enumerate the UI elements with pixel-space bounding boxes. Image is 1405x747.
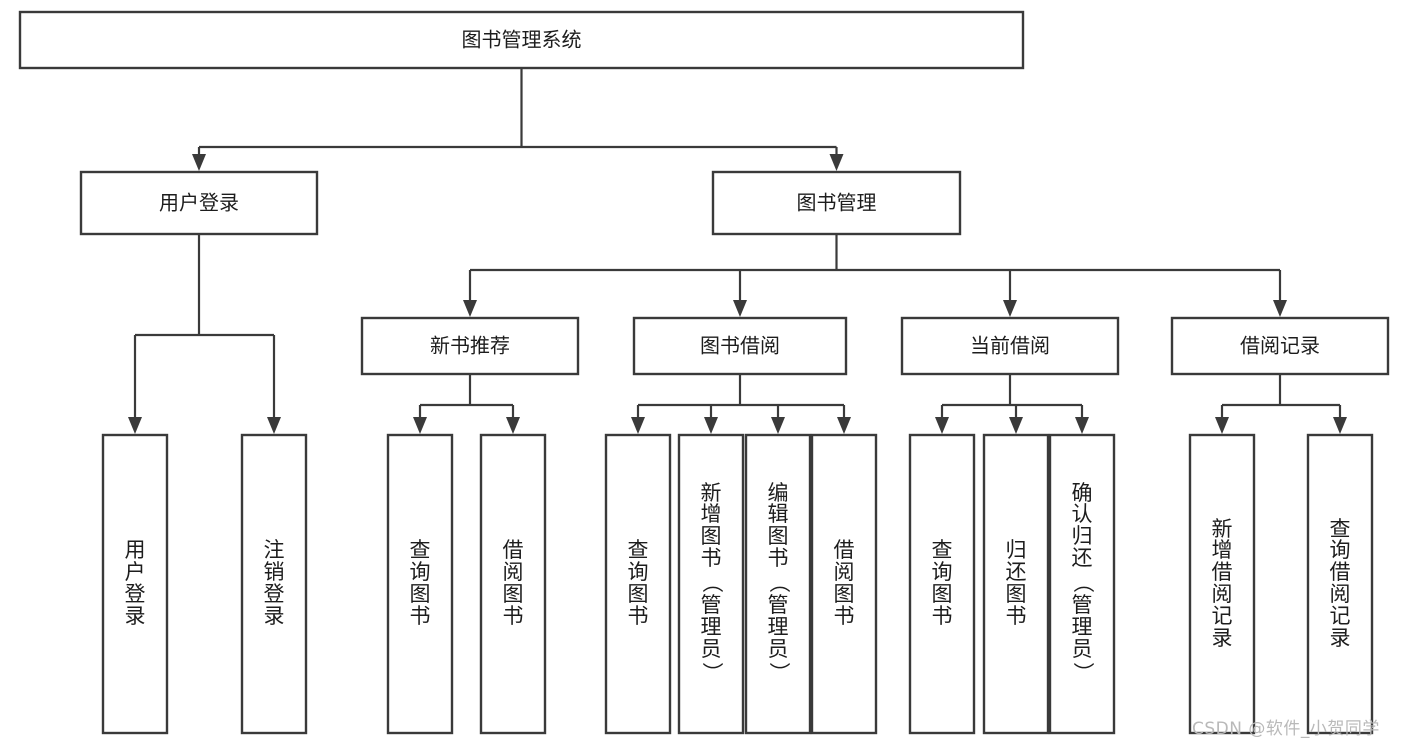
edge-group-user-login: [128, 234, 281, 434]
arrow-head-leaf-query-book-3: [935, 417, 949, 434]
node-box-leaf-user-login[interactable]: [101, 433, 169, 735]
edge-group-new-book-rec: [413, 374, 520, 434]
watermark-credit: CSDN @软件_小贺同学: [1192, 719, 1380, 739]
node-box-leaf-logout[interactable]: [240, 433, 308, 735]
node-label-book-manage: 图书管理: [797, 191, 877, 215]
arrow-head-leaf-query-record: [1333, 417, 1347, 434]
arrow-head-leaf-query-book-1: [413, 417, 427, 434]
edge-group-book-manage: [463, 234, 1287, 317]
arrow-head-user-login: [192, 154, 206, 171]
arrow-head-leaf-confirm-return: [1075, 417, 1089, 434]
node-label-current-borrow: 当前借阅: [970, 334, 1050, 358]
arrow-head-leaf-borrow-book-2: [837, 417, 851, 434]
node-box-leaf-edit-book[interactable]: [744, 433, 812, 735]
node-box-leaf-query-book-1[interactable]: [386, 433, 454, 735]
edge-group-root: [192, 68, 844, 171]
node-box-leaf-query-book-3[interactable]: [908, 433, 976, 735]
node-label-new-book-rec: 新书推荐: [430, 334, 510, 358]
node-box-leaf-confirm-return[interactable]: [1048, 433, 1116, 735]
edge-group-borrow-record: [1215, 374, 1347, 434]
arrow-head-leaf-add-record: [1215, 417, 1229, 434]
box-layer: [18, 10, 1390, 735]
node-box-leaf-query-book-2[interactable]: [604, 433, 672, 735]
arrow-head-book-borrow: [733, 300, 747, 317]
arrow-head-leaf-logout: [267, 417, 281, 434]
node-box-leaf-query-record[interactable]: [1306, 433, 1374, 735]
node-box-leaf-borrow-book-2[interactable]: [810, 433, 878, 735]
node-box-new-book-rec[interactable]: [360, 316, 580, 376]
arrow-head-current-borrow: [1003, 300, 1017, 317]
node-box-borrow-record[interactable]: [1170, 316, 1390, 376]
node-box-book-borrow[interactable]: [632, 316, 848, 376]
arrow-head-leaf-add-book: [704, 417, 718, 434]
node-label-user-login: 用户登录: [159, 191, 239, 215]
node-box-root[interactable]: [18, 10, 1025, 70]
arrow-head-leaf-return-book: [1009, 417, 1023, 434]
node-label-book-borrow: 图书借阅: [700, 334, 780, 358]
node-box-current-borrow[interactable]: [900, 316, 1120, 376]
arrow-head-leaf-user-login: [128, 417, 142, 434]
arrow-head-leaf-query-book-2: [631, 417, 645, 434]
arrow-head-new-book-rec: [463, 300, 477, 317]
arrow-head-borrow-record: [1273, 300, 1287, 317]
edge-group-book-borrow: [631, 374, 851, 434]
edge-layer: [128, 68, 1347, 434]
arrow-head-leaf-edit-book: [771, 417, 785, 434]
node-box-leaf-add-record[interactable]: [1188, 433, 1256, 735]
node-label-borrow-record: 借阅记录: [1240, 334, 1320, 358]
edge-group-current-borrow: [935, 374, 1089, 434]
node-box-user-login[interactable]: [79, 170, 319, 236]
node-box-book-manage[interactable]: [711, 170, 962, 236]
node-box-leaf-borrow-book-1[interactable]: [479, 433, 547, 735]
arrow-head-book-manage: [829, 154, 844, 171]
arrow-head-leaf-borrow-book-1: [506, 417, 520, 434]
node-box-leaf-add-book[interactable]: [677, 433, 745, 735]
node-label-root: 图书管理系统: [462, 28, 582, 52]
node-box-leaf-return-book[interactable]: [982, 433, 1050, 735]
